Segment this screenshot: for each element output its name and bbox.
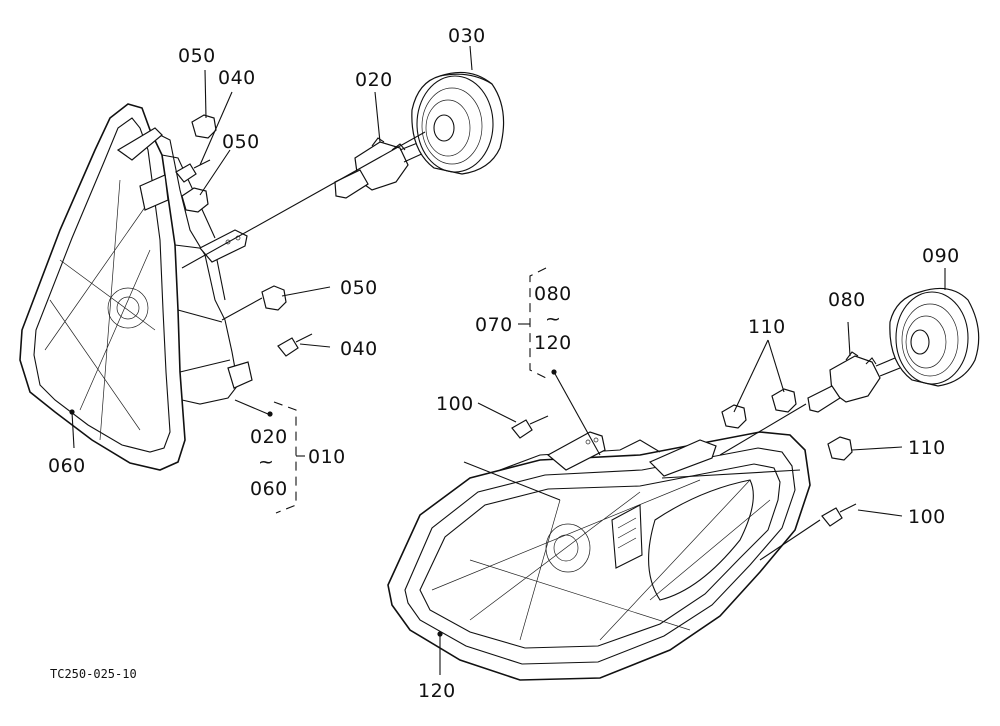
callout-tilde: ~	[258, 451, 274, 473]
callout-080: 080	[828, 289, 866, 311]
right-headlight-assembly	[387, 431, 811, 681]
callout-020: 020	[250, 426, 288, 448]
reflector-cap-030	[411, 71, 505, 175]
callout-110: 110	[908, 437, 946, 459]
small-parts-left	[175, 114, 313, 357]
callout-100: 100	[908, 506, 946, 528]
leader-lines-left	[69, 45, 473, 514]
callout-060: 060	[250, 478, 288, 500]
small-parts-right	[511, 388, 857, 527]
callout-120: 120	[534, 332, 572, 354]
callout-120: 120	[418, 680, 456, 702]
callout-010: 010	[308, 446, 346, 468]
callout-050: 050	[340, 277, 378, 299]
callout-040: 040	[340, 338, 378, 360]
callout-tilde: ~	[545, 308, 561, 330]
reflector-cap-090	[889, 287, 980, 387]
bulb-020-left	[334, 137, 427, 199]
callout-100: 100	[436, 393, 474, 415]
leader-lines-right	[437, 267, 946, 675]
callout-030: 030	[448, 25, 486, 47]
callout-050: 050	[222, 131, 260, 153]
callout-110: 110	[748, 316, 786, 338]
bulb-080-right	[807, 351, 901, 413]
callout-050: 050	[178, 45, 216, 67]
callout-040: 040	[218, 67, 256, 89]
callout-060: 060	[48, 455, 86, 477]
figure-code: TC250-025-10	[50, 667, 137, 681]
callout-090: 090	[922, 245, 960, 267]
callout-020: 020	[355, 69, 393, 91]
callout-070: 070	[475, 314, 513, 336]
callout-labels: 050 040 050 020 030 050 040 060 020 ~ 06…	[48, 25, 960, 702]
callout-080: 080	[534, 283, 572, 305]
left-headlight-assembly	[19, 103, 253, 471]
